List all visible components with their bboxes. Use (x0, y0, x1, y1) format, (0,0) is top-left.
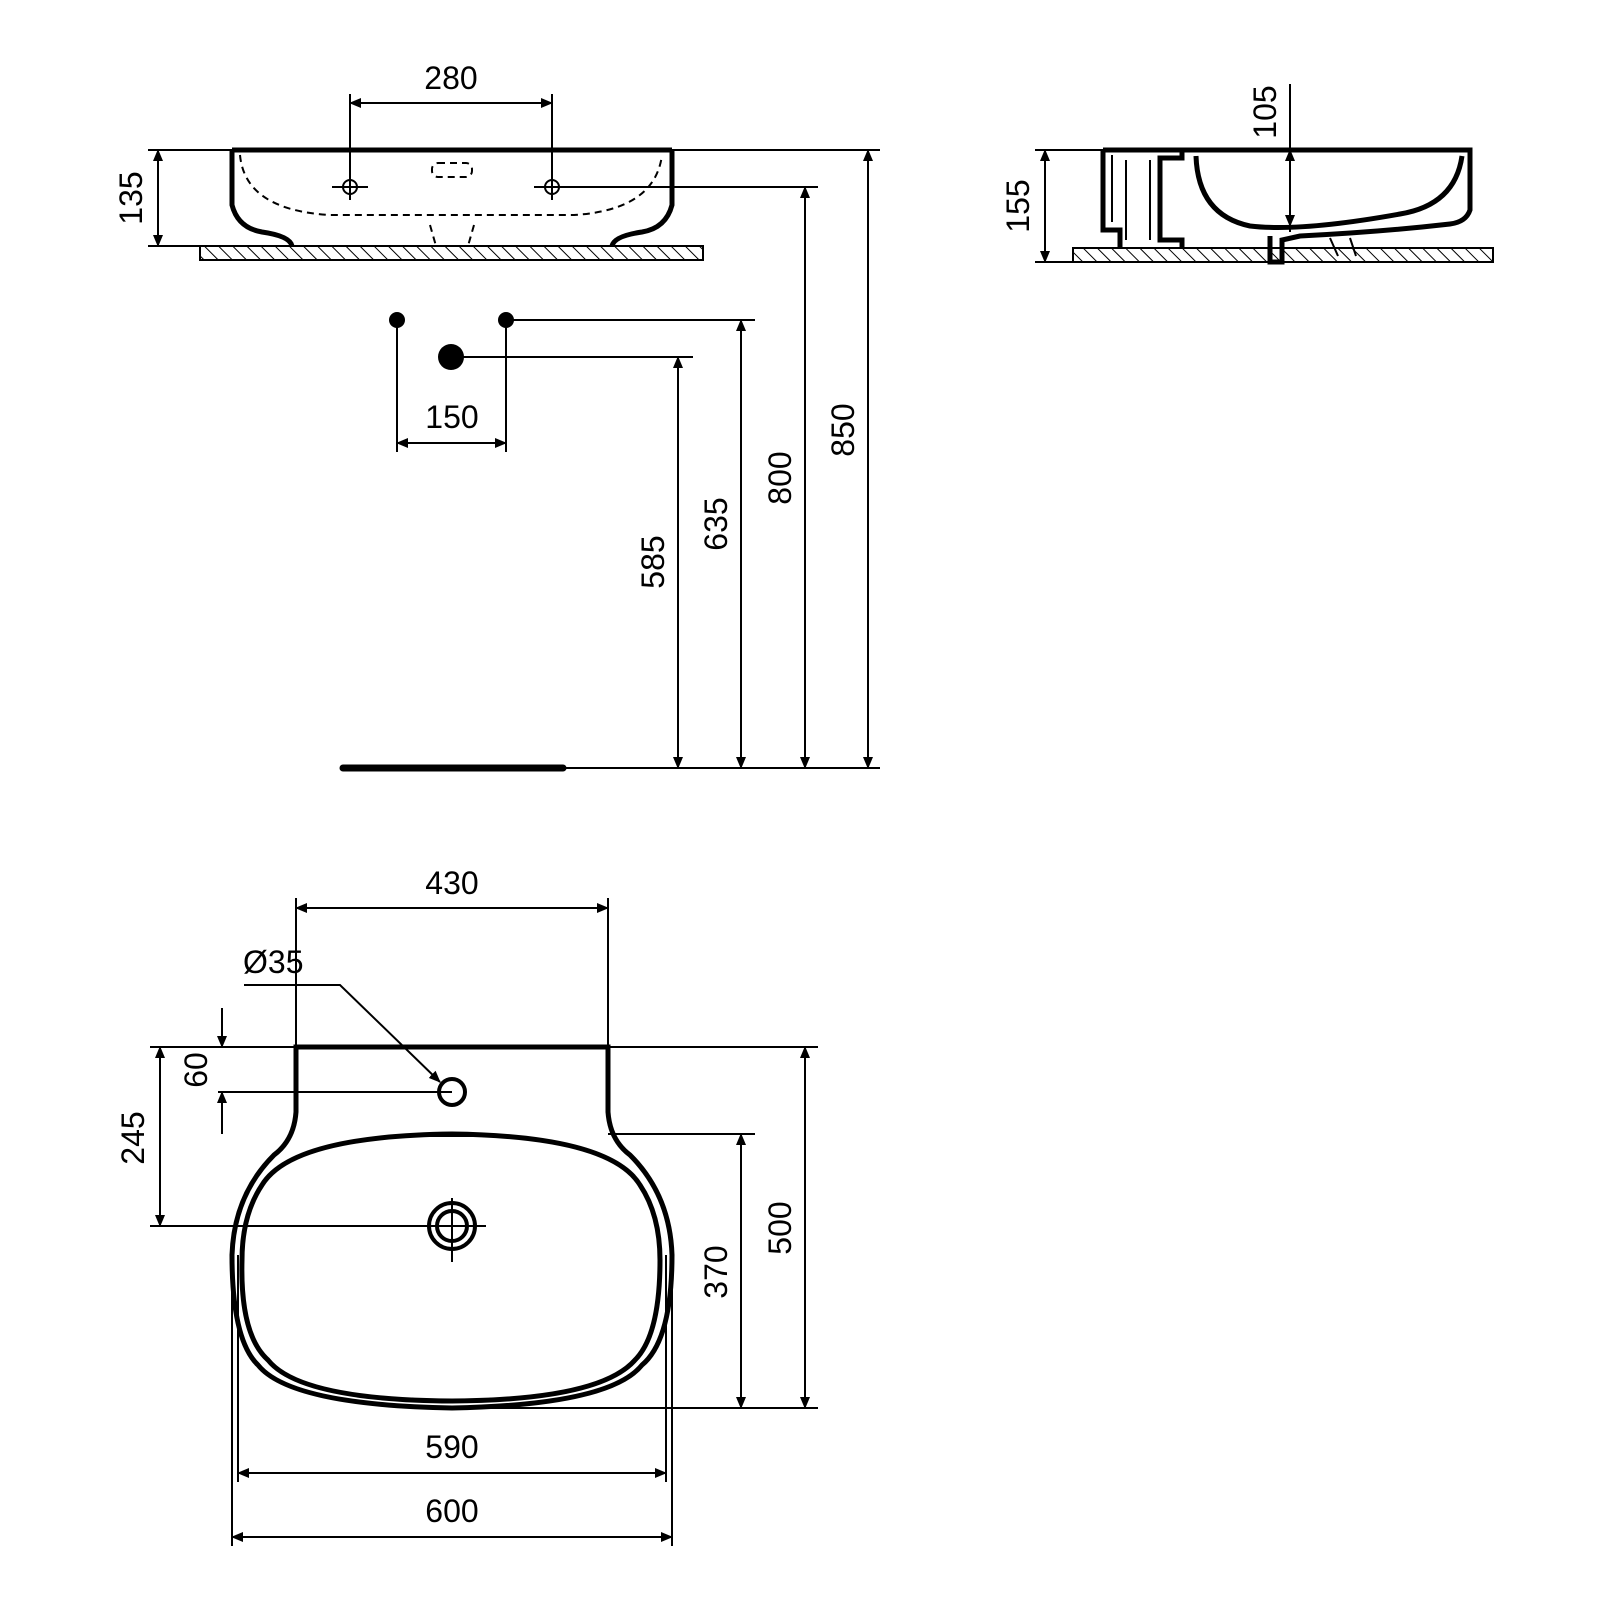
dim-label-370: 370 (698, 1245, 734, 1298)
front-inner-bowl (239, 154, 663, 216)
side-waste-outlet (1267, 236, 1285, 265)
dim-label-590: 590 (425, 1429, 478, 1465)
dim-label-60: 60 (178, 1052, 214, 1088)
dim-label-diameter-35: Ø35 (243, 944, 303, 980)
side-wall-bracket (1100, 147, 1185, 248)
dim-label-800: 800 (762, 451, 798, 504)
dim-label-135: 135 (113, 171, 149, 224)
dim-label-500: 500 (762, 1201, 798, 1254)
side-basin-body (1182, 147, 1473, 248)
dim-label-430: 430 (425, 865, 478, 901)
side-elevation-view: 155 105 (1000, 84, 1494, 265)
front-elevation-view: 280 135 (113, 60, 880, 261)
front-slab (199, 245, 704, 261)
dim-label-105: 105 (1247, 85, 1283, 138)
dim-label-635: 635 (698, 497, 734, 550)
dim-label-585: 585 (635, 535, 671, 588)
plan-view: 430 Ø35 60 245 370 500 590 600 (115, 865, 818, 1546)
dim-label-150: 150 (425, 399, 478, 435)
height-dimensions: 585 635 800 850 (635, 149, 873, 769)
plan-drain (150, 1198, 486, 1262)
front-basin-outline (229, 150, 675, 247)
dim-label-245: 245 (115, 1111, 151, 1164)
dim-label-850: 850 (825, 403, 861, 456)
overflow-slot (431, 162, 473, 178)
plan-inner-bowl (239, 1131, 663, 1404)
dim-label-600: 600 (425, 1493, 478, 1529)
dim-label-280: 280 (424, 60, 477, 96)
dim-label-155: 155 (1000, 179, 1036, 232)
valve-points: 150 (389, 312, 755, 452)
leader-diameter-35 (244, 984, 441, 1083)
